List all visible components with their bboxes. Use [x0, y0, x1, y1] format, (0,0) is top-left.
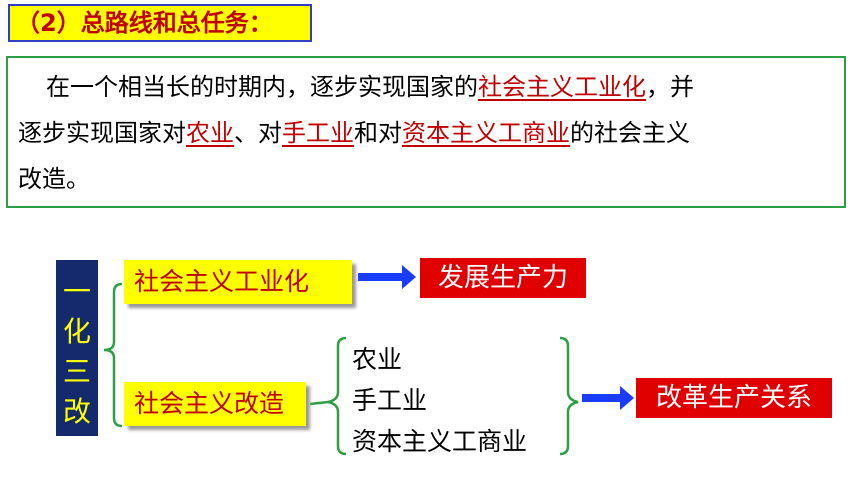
content-box: 在一个相当长的时期内，逐步实现国家的社会主义工业化，并 逐步实现国家对农业、对手…	[6, 56, 846, 208]
top-arrow-shaft	[358, 273, 404, 281]
item-agriculture: 农业	[352, 345, 403, 374]
highlight-agriculture: 农业	[186, 119, 234, 147]
develop-productivity-box: 发展生产力	[420, 258, 586, 298]
vertical-label-text: 一化三改	[63, 275, 92, 428]
item-handicraft: 手工业	[352, 386, 428, 415]
industrialization-box: 社会主义工业化	[124, 260, 352, 304]
content-line-1: 在一个相当长的时期内，逐步实现国家的社会主义工业化，并	[46, 73, 694, 101]
reform-relations-box: 改革生产关系	[636, 378, 832, 418]
connector-line	[309, 400, 329, 406]
bottom-arrow-head	[620, 386, 634, 410]
highlight-handicraft: 手工业	[282, 119, 354, 147]
content-line-2: 逐步实现国家对农业、对手工业和对资本主义工商业的社会主义	[18, 119, 690, 147]
top-arrow-head	[402, 265, 416, 289]
item-capitalist-commerce: 资本主义工商业	[352, 427, 528, 456]
content-line-3: 改造。	[18, 165, 90, 193]
items-left-bracket	[327, 336, 347, 456]
transformation-box: 社会主义改造	[124, 382, 306, 426]
section-title: （2）总路线和总任务：	[8, 4, 312, 42]
bottom-arrow-shaft	[582, 394, 622, 402]
left-bracket	[103, 282, 123, 428]
highlight-capitalist-commerce: 资本主义工商业	[402, 119, 570, 147]
highlight-industrialization: 社会主义工业化	[478, 73, 646, 101]
items-right-bracket	[559, 336, 579, 456]
yihua-sangai-label: 一化三改	[56, 260, 98, 436]
